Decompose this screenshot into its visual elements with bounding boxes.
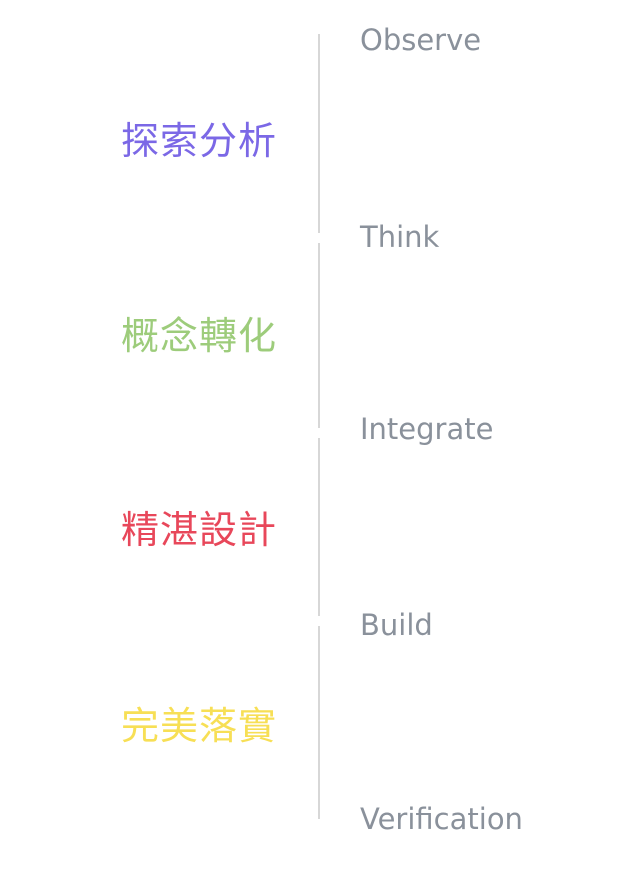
stage-observe: Observe (360, 23, 482, 57)
timeline-segment (318, 438, 320, 616)
stage-verification: Verification (360, 802, 523, 836)
stage-build: Build (360, 608, 433, 642)
phase-implement: 完美落實 (121, 704, 278, 748)
stage-think: Think (360, 220, 440, 254)
phase-concept-transform: 概念轉化 (121, 314, 278, 358)
stage-integrate: Integrate (360, 412, 494, 446)
timeline-segment (318, 34, 320, 233)
timeline-segment (318, 243, 320, 428)
phase-explore-analyze: 探索分析 (121, 119, 278, 163)
timeline-segment (318, 626, 320, 819)
phase-design: 精湛設計 (121, 508, 278, 552)
